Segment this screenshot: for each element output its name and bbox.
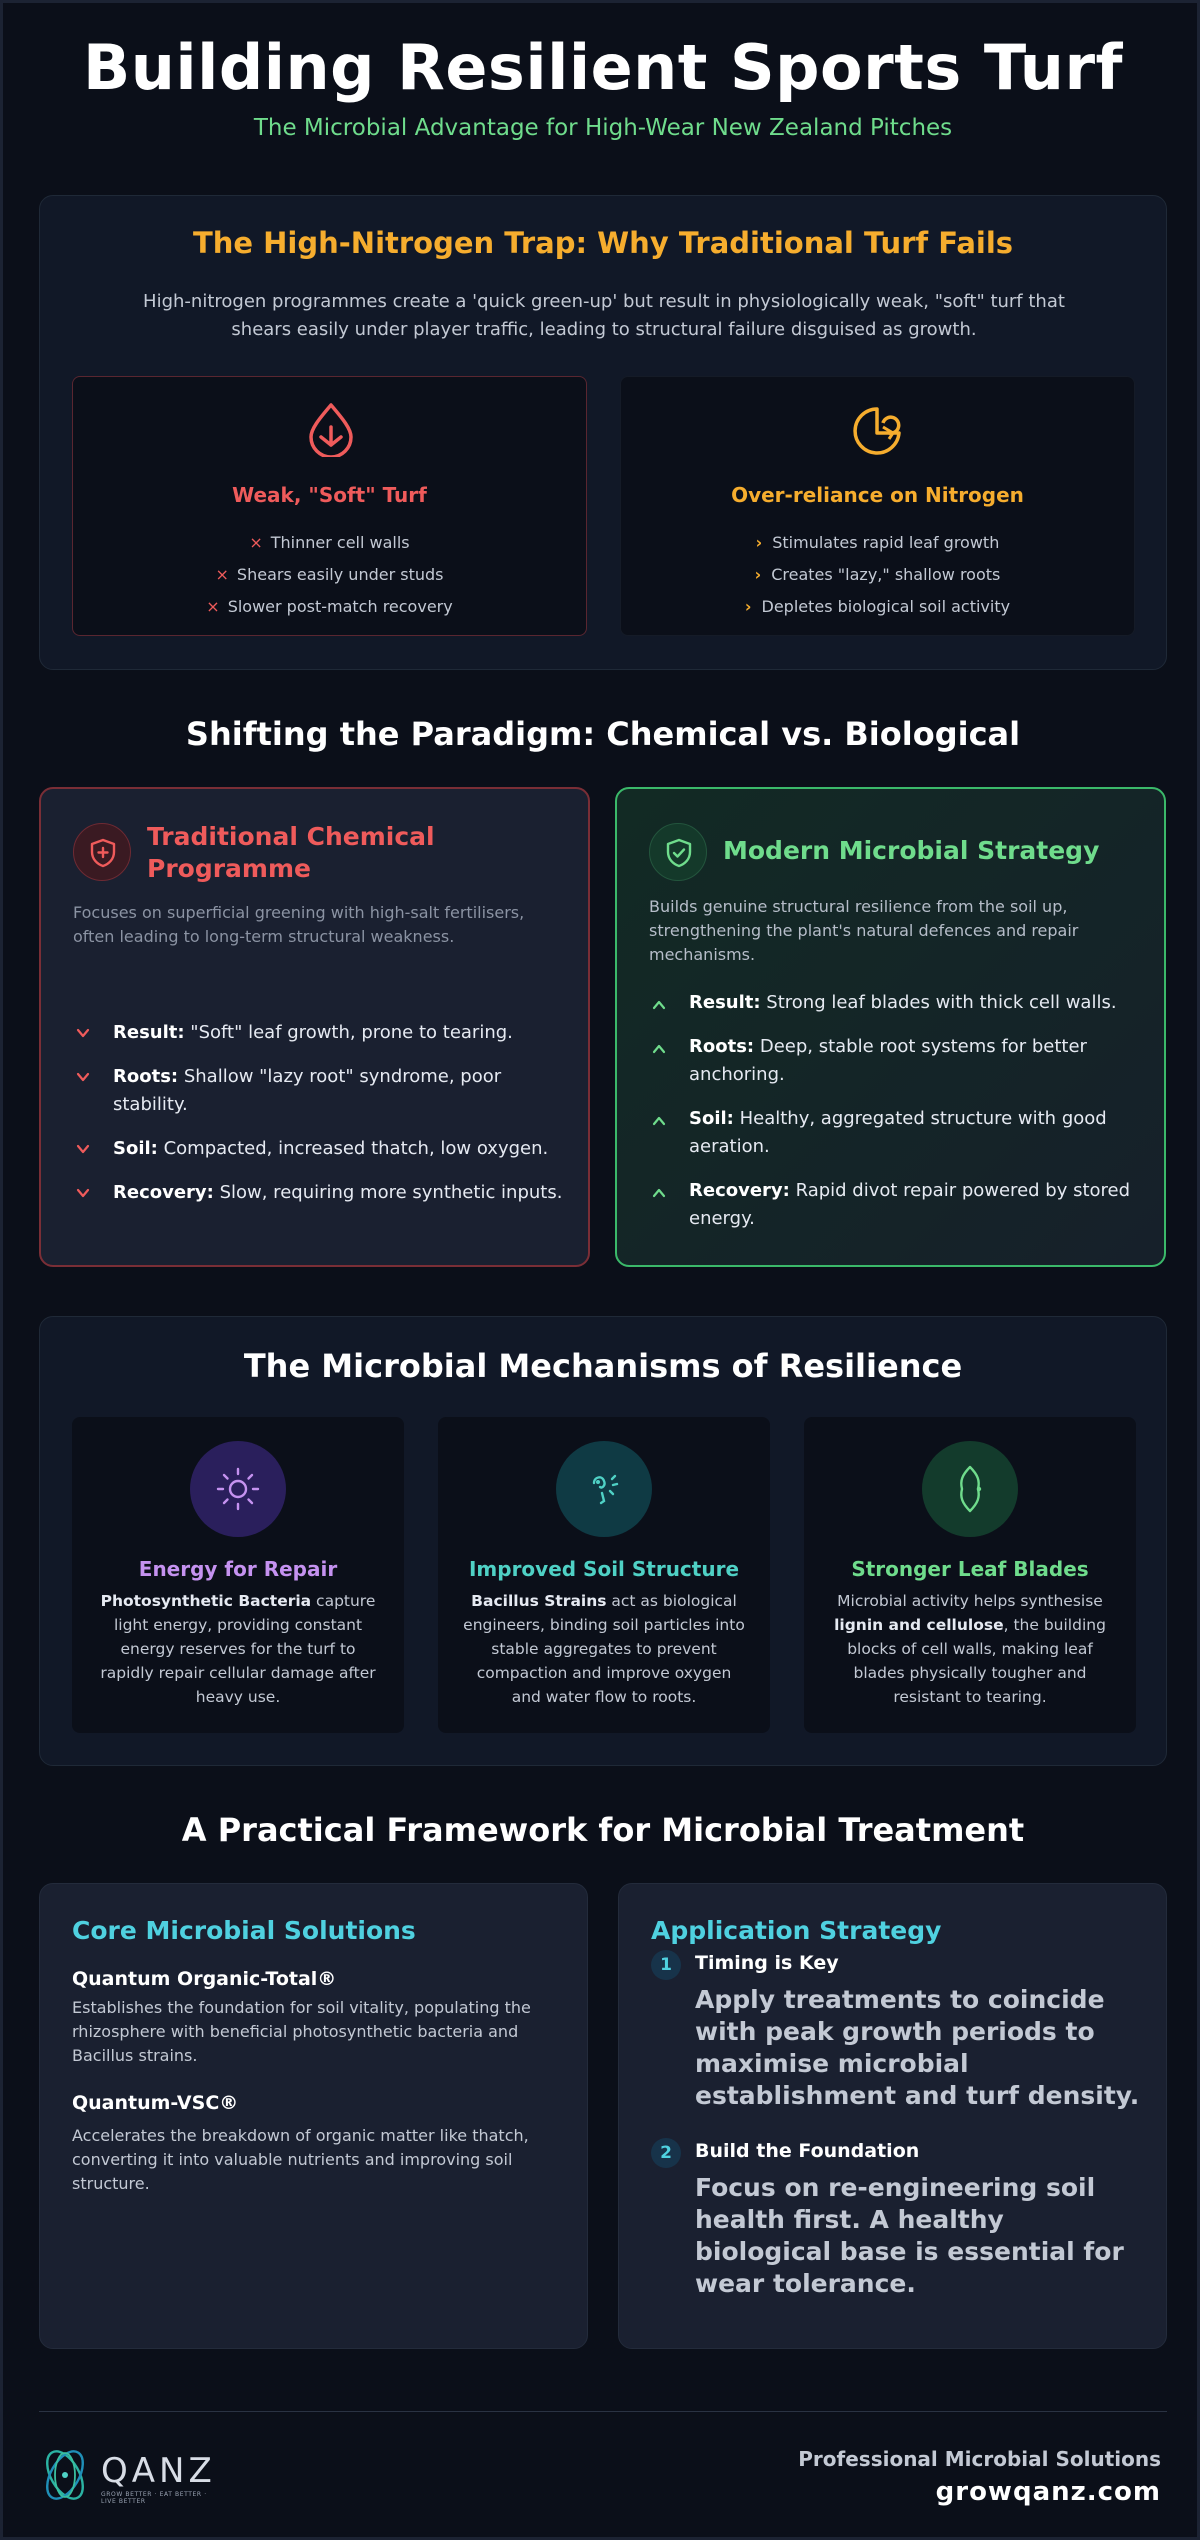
list-item: Result: "Soft" leaf growth, prone to tea… [73, 1019, 563, 1047]
leaf-blades-card: Stronger Leaf Blades Microbial activity … [804, 1417, 1136, 1733]
sun-icon [216, 1467, 260, 1511]
page-subtitle: The Microbial Advantage for High-Wear Ne… [253, 115, 953, 141]
framework-title: A Practical Framework for Microbial Trea… [181, 1811, 1025, 1849]
qanz-logo-mark-icon [46, 2450, 84, 2500]
chevron-down-icon [76, 1144, 90, 1154]
mechanisms-title: The Microbial Mechanisms of Resilience [243, 1347, 963, 1385]
nitrogen-trap-panel: The High-Nitrogen Trap: Why Traditional … [39, 195, 1167, 670]
microbial-strategy-card: Modern Microbial Strategy Builds genuine… [615, 787, 1166, 1267]
nitrogen-trap-description: High-nitrogen programmes create a 'quick… [143, 291, 1065, 340]
chemical-description: Focuses on superficial greening with hig… [73, 903, 525, 946]
soft-turf-title: Weak, "Soft" Turf [232, 483, 427, 507]
microbe-icon [592, 1474, 619, 1505]
core-solutions-card: Core Microbial Solutions Quantum Organic… [39, 1883, 588, 2349]
chemical-title: Traditional Chemical Programme [147, 822, 435, 883]
chevron-up-icon [652, 1044, 666, 1054]
microbe-icon-badge [556, 1441, 652, 1537]
nitrogen-reliance-list: ›Stimulates rapid leaf growth ›Creates "… [621, 527, 1134, 623]
microbial-badge [649, 823, 707, 881]
list-item: Recovery: Slow, requiring more synthetic… [73, 1179, 563, 1207]
list-item: Soil: Compacted, increased thatch, low o… [73, 1135, 563, 1163]
chevron-up-icon [652, 1116, 666, 1126]
chevron-up-icon [652, 1000, 666, 1010]
chevron-right-icon: › [754, 565, 762, 584]
soft-turf-list: ×Thinner cell walls ×Shears easily under… [73, 527, 586, 623]
microbial-list: Result: Strong leaf blades with thick ce… [649, 989, 1139, 1233]
step-title: Build the Foundation [695, 2140, 920, 2162]
list-item: Result: Strong leaf blades with thick ce… [649, 989, 1139, 1017]
leaf-blades-title: Stronger Leaf Blades [851, 1557, 1089, 1581]
shield-plus-icon [90, 838, 116, 868]
cross-icon: × [215, 565, 229, 584]
chevron-down-icon [76, 1028, 90, 1038]
energy-repair-title: Energy for Repair [138, 1557, 338, 1581]
leaf-blade-icon-badge [922, 1441, 1018, 1537]
product-description: Establishes the foundation for soil vita… [72, 1998, 531, 2065]
energy-repair-card: Energy for Repair Photosynthetic Bacteri… [72, 1417, 404, 1733]
chevron-up-icon [652, 1188, 666, 1198]
sun-icon-badge [190, 1441, 286, 1537]
chemical-programme-card: Traditional Chemical Programme Focuses o… [39, 787, 590, 1267]
logo-wordmark: QANZ [101, 2451, 216, 2491]
leaf-drop-icon [309, 403, 353, 457]
list-item: Recovery: Rapid divot repair powered by … [649, 1177, 1139, 1233]
pie-chart-icon [853, 407, 901, 455]
product-name: Quantum Organic-Total® [72, 1968, 337, 1990]
list-item: ›Creates "lazy," shallow roots [754, 565, 1001, 584]
step-title: Timing is Key [695, 1952, 839, 1974]
microbial-title: Modern Microbial Strategy [723, 836, 1100, 865]
microbial-description: Builds genuine structural resilience fro… [649, 897, 1079, 964]
cross-icon: × [206, 597, 220, 616]
chevron-down-icon [76, 1188, 90, 1198]
product-description: Accelerates the breakdown of organic mat… [72, 2126, 529, 2193]
list-item: Roots: Deep, stable root systems for bet… [649, 1033, 1139, 1089]
paradigm-title: Shifting the Paradigm: Chemical vs. Biol… [185, 715, 1021, 753]
shield-check-icon [666, 838, 692, 868]
footer-tagline: Professional Microbial Solutions [798, 2447, 1161, 2471]
soil-structure-card: Improved Soil Structure Bacillus Strains… [438, 1417, 770, 1733]
nitrogen-reliance-card: Over-reliance on Nitrogen ›Stimulates ra… [620, 376, 1135, 636]
list-item: Soil: Healthy, aggregated structure with… [649, 1105, 1139, 1161]
list-item: Roots: Shallow "lazy root" syndrome, poo… [73, 1063, 563, 1119]
leaf-blades-body: Microbial activity helps synthesise lign… [834, 1592, 1106, 1706]
application-strategy-card: Application Strategy 1 Timing is Key App… [618, 1883, 1167, 2349]
product-name: Quantum-VSC® [72, 2092, 239, 2114]
list-item: ×Shears easily under studs [215, 565, 444, 584]
core-solutions-title: Core Microbial Solutions [72, 1916, 416, 1945]
footer-url[interactable]: growqanz.com [935, 2477, 1161, 2507]
chemical-badge [73, 823, 131, 881]
chevron-right-icon: › [755, 533, 763, 552]
leaf-blade-icon [960, 1465, 982, 1513]
footer-divider [39, 2411, 1167, 2412]
soft-turf-card: Weak, "Soft" Turf ×Thinner cell walls ×S… [72, 376, 587, 636]
chevron-down-icon [76, 1072, 90, 1082]
list-item: ›Stimulates rapid leaf growth [755, 533, 1000, 552]
list-item: ×Slower post-match recovery [206, 597, 453, 616]
nitrogen-reliance-title: Over-reliance on Nitrogen [731, 483, 1024, 507]
chevron-right-icon: › [744, 597, 752, 616]
logo-tagline: GROW BETTER · EAT BETTER · LIVE BETTER [101, 2491, 207, 2505]
energy-repair-body: Photosynthetic Bacteria capture light en… [100, 1592, 376, 1706]
list-item: ×Thinner cell walls [249, 533, 410, 552]
step-number-badge: 2 [651, 2138, 681, 2168]
list-item: ›Depletes biological soil activity [744, 597, 1011, 616]
cross-icon: × [249, 533, 263, 552]
qanz-logo: QANZ GROW BETTER · EAT BETTER · LIVE BET… [37, 2441, 217, 2511]
step-body: Focus on re-engineering soil health firs… [695, 2173, 1124, 2298]
chemical-list: Result: "Soft" leaf growth, prone to tea… [73, 1019, 563, 1207]
step-body: Apply treatments to coincide with peak g… [695, 1985, 1140, 2110]
step-number-badge: 1 [651, 1950, 681, 1980]
soil-structure-body: Bacillus Strains act as biological engin… [463, 1592, 745, 1706]
soil-structure-title: Improved Soil Structure [468, 1557, 740, 1581]
nitrogen-trap-title: The High-Nitrogen Trap: Why Traditional … [192, 226, 1014, 260]
application-strategy-title: Application Strategy [651, 1916, 942, 1945]
page-title: Building Resilient Sports Turf [83, 31, 1123, 104]
mechanisms-panel: The Microbial Mechanisms of Resilience E… [39, 1316, 1167, 1766]
